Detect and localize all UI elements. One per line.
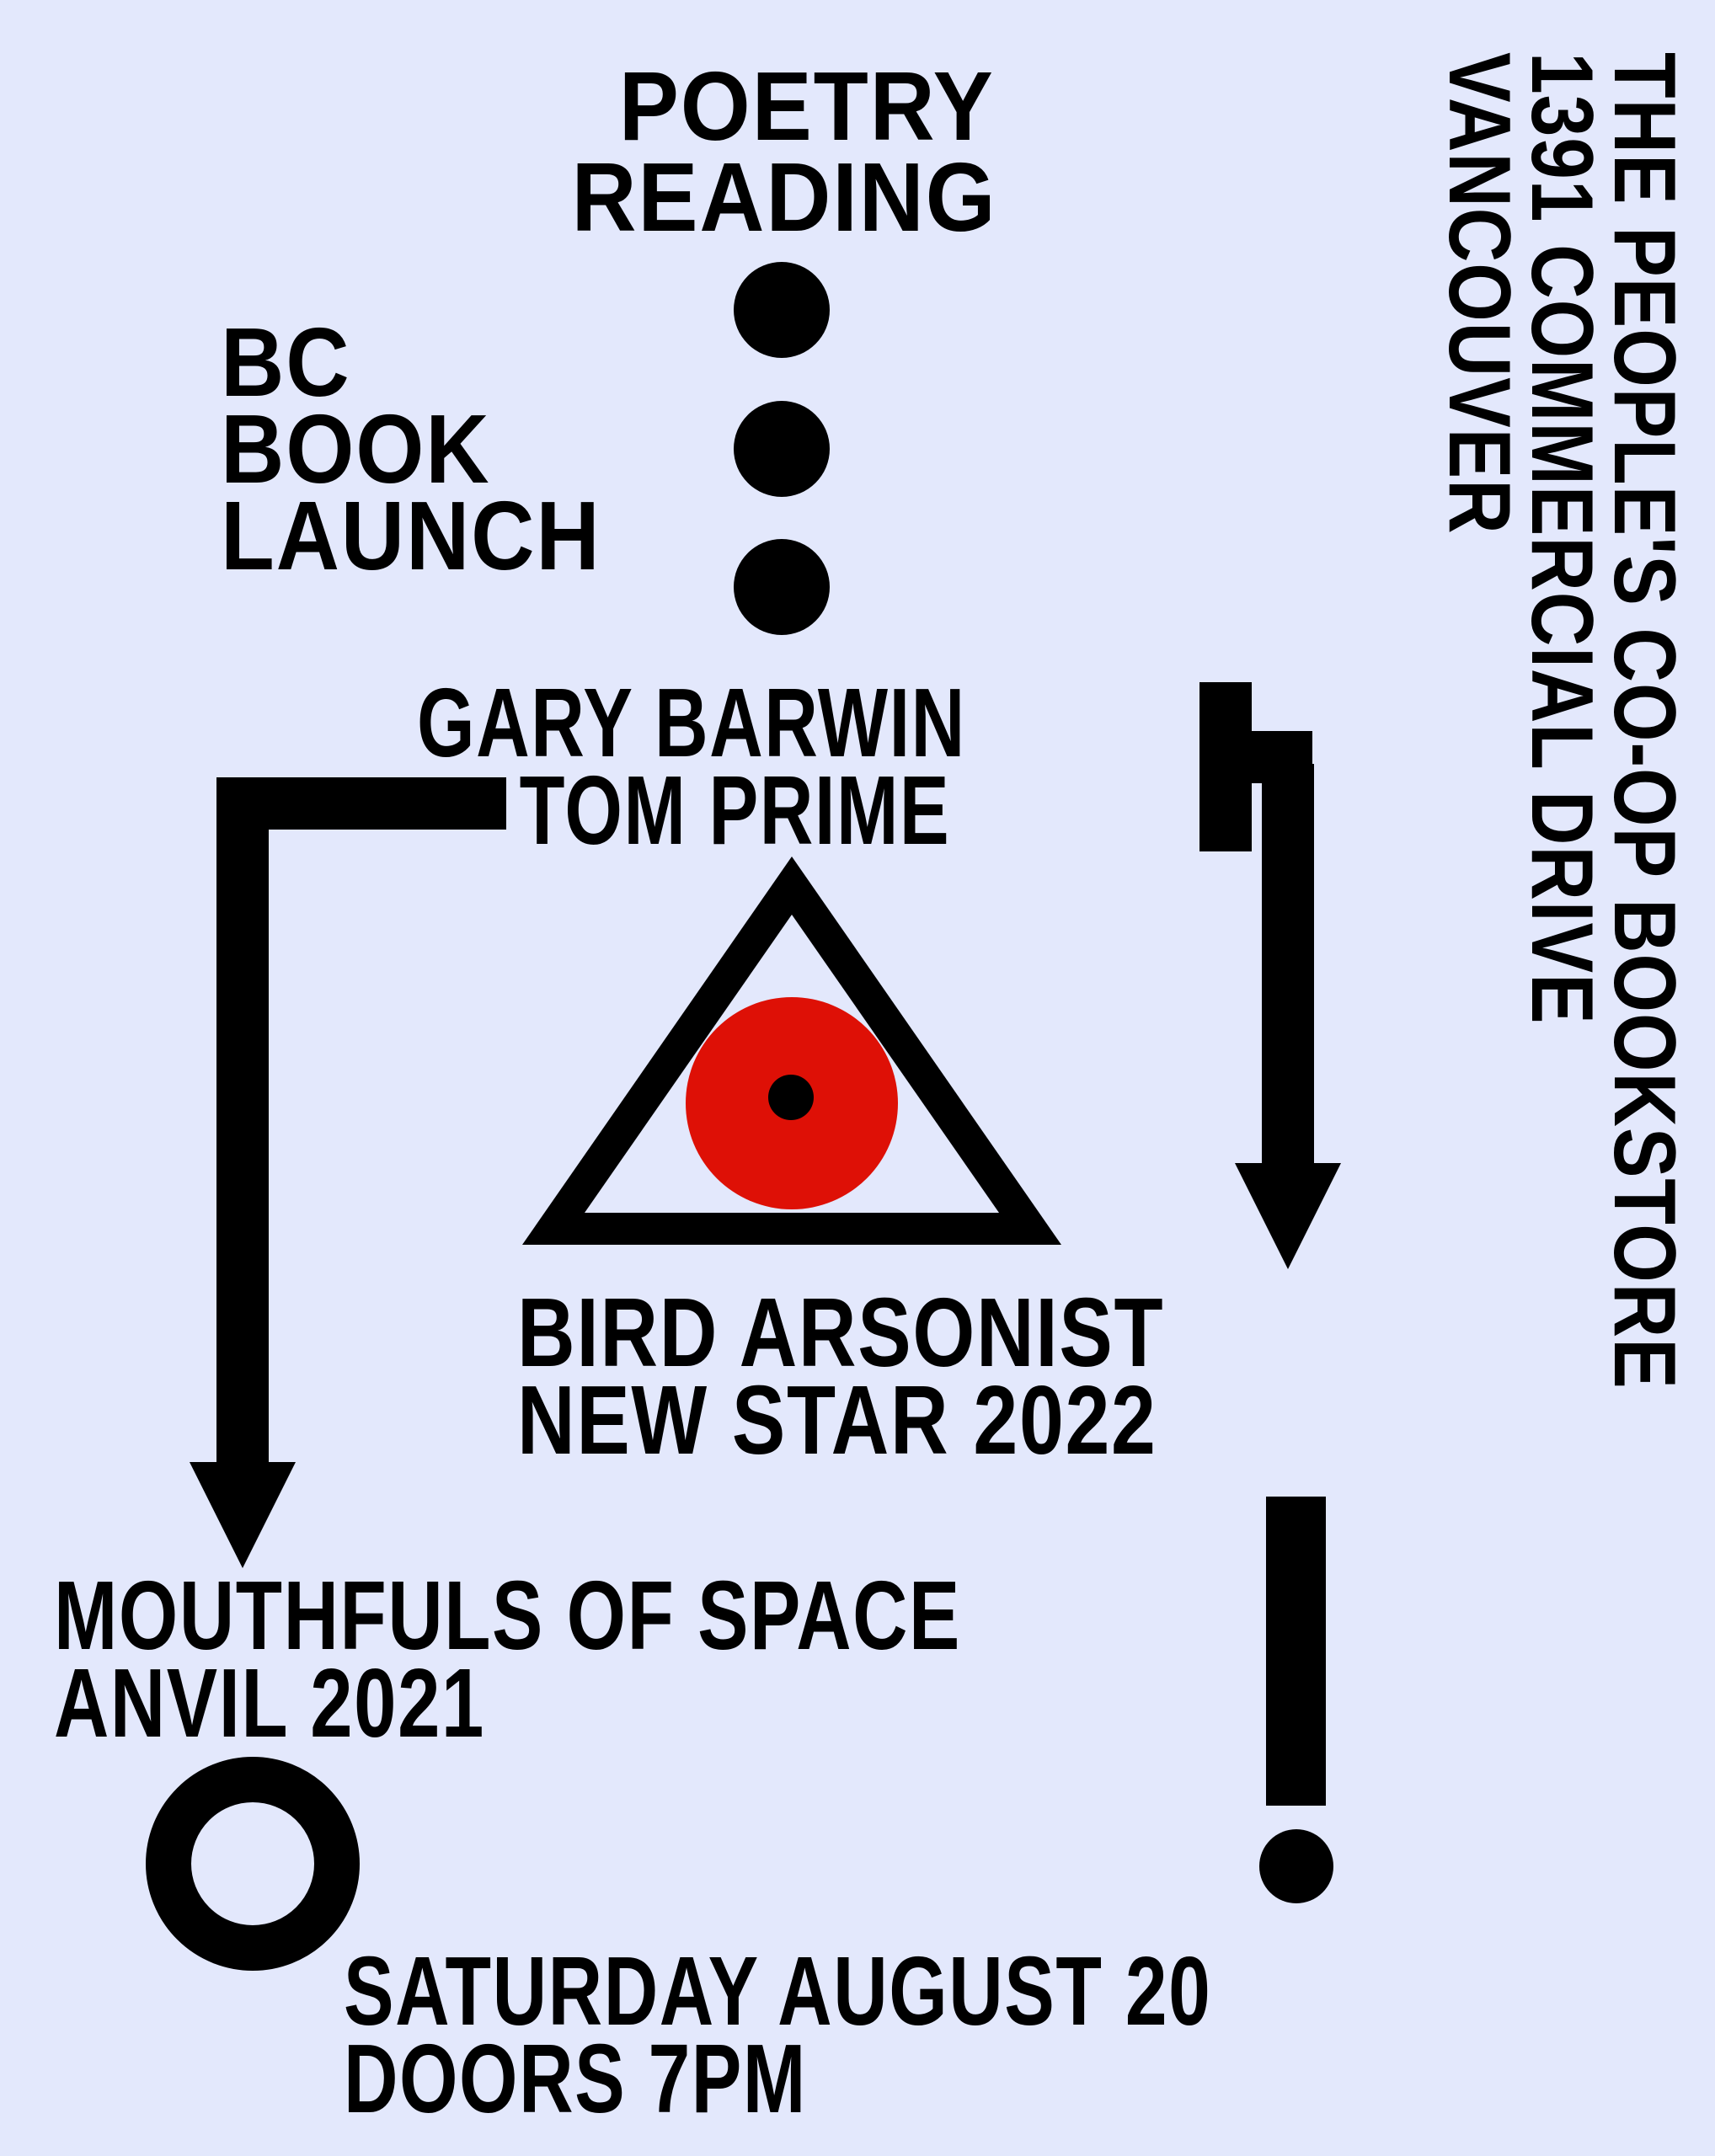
venue-block: THE PEOPLE'S CO-OP BOOKSTORE 1391 COMMER… — [1430, 52, 1693, 1607]
event-type-line-2: BOOK — [221, 394, 491, 504]
author-1: GARY BARWIN — [417, 668, 966, 777]
exclamation-icon — [1259, 1497, 1333, 1903]
book-1-title: BIRD ARSONIST — [517, 1278, 1165, 1387]
author-2: TOM PRIME — [519, 755, 951, 865]
authors: GARY BARWIN TOM PRIME — [417, 674, 966, 859]
book-1-publisher-year: NEW STAR 2022 — [517, 1365, 1157, 1475]
book-2: MOUTHFULS OF SPACE ANVIL 2021 — [54, 1566, 961, 1752]
triangle-eye-icon — [522, 857, 1061, 1245]
venue-name: THE PEOPLE'S CO-OP BOOKSTORE — [1595, 52, 1693, 1390]
venue-address: 1391 COMMERCIAL DRIVE — [1513, 52, 1611, 1025]
event-type-line-1: BC — [221, 307, 351, 417]
book-2-publisher-year: ANVIL 2021 — [54, 1648, 485, 1758]
date-time: SATURDAY AUGUST 20 DOORS 7PM — [344, 1942, 1211, 2127]
event-type-line-3: LAUNCH — [221, 481, 601, 590]
event-type: BC BOOK LAUNCH — [221, 313, 601, 584]
left-down-arrow-icon — [190, 777, 506, 1568]
book-2-title: MOUTHFULS OF SPACE — [54, 1561, 961, 1670]
book-1: BIRD ARSONIST NEW STAR 2022 — [517, 1283, 1164, 1469]
doors-time: DOORS 7PM — [344, 2024, 807, 2133]
venue-city: VANCOUVER — [1430, 52, 1528, 535]
header-line-1: POETRY — [618, 51, 995, 161]
event-date: SATURDAY AUGUST 20 — [344, 1936, 1212, 2046]
header-title: POETRY READING — [552, 57, 1017, 246]
ring-icon — [146, 1757, 360, 1971]
three-dots-icon — [734, 262, 830, 635]
header-line-2: READING — [571, 142, 997, 252]
right-down-arrow-icon — [1199, 682, 1341, 1269]
